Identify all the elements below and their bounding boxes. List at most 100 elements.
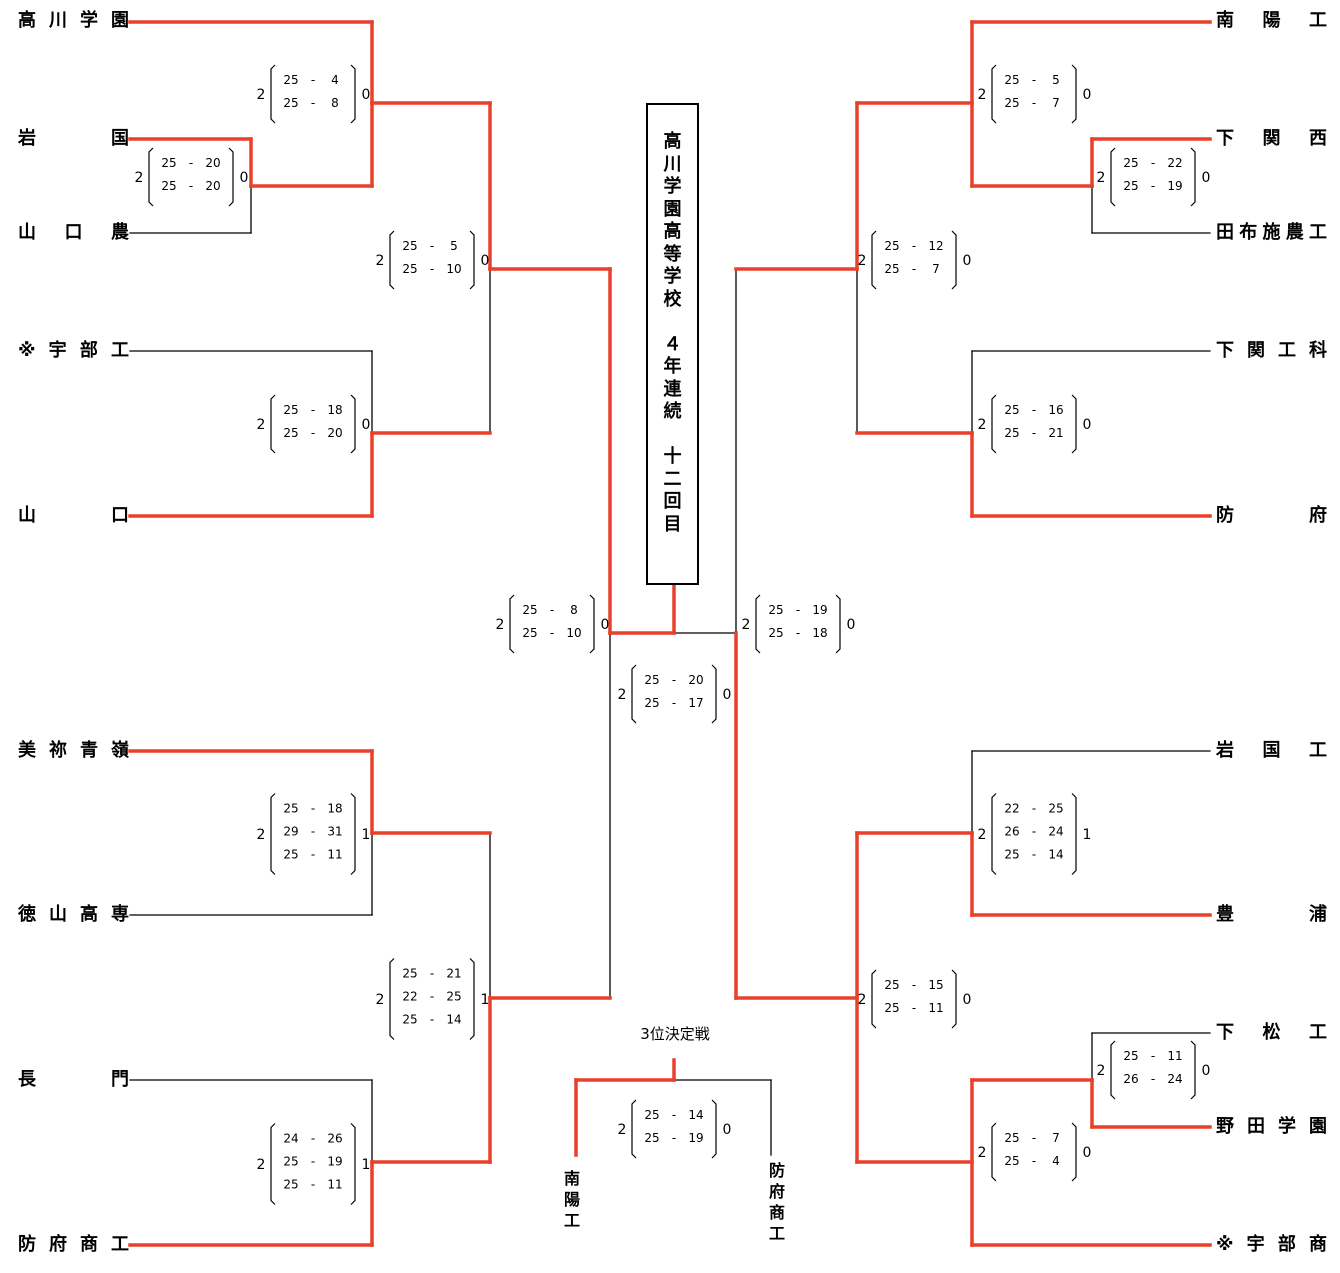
team-char: 農 bbox=[1285, 222, 1304, 243]
set-score-dash: - bbox=[311, 802, 315, 816]
set-score-dash: - bbox=[1032, 1131, 1036, 1145]
score-bracket-right bbox=[469, 958, 475, 1040]
set-score-left: 26 bbox=[1004, 825, 1019, 839]
score-bracket-left bbox=[270, 793, 276, 875]
set-score-right: 20 bbox=[688, 673, 703, 687]
team-char: ※ bbox=[18, 340, 36, 361]
match-sets-won-left: 2 bbox=[376, 992, 385, 1008]
set-score-left: 25 bbox=[283, 426, 298, 440]
team-left-6: 徳山高専 bbox=[18, 904, 129, 926]
set-score-dash: - bbox=[796, 603, 800, 617]
set-score-dash: - bbox=[430, 1013, 434, 1027]
team-left-8: 防府商工 bbox=[18, 1234, 129, 1256]
banner-char: ４ bbox=[663, 333, 682, 355]
score-bracket-left bbox=[871, 230, 877, 290]
set-score-dash: - bbox=[311, 403, 315, 417]
banner-char: 目 bbox=[663, 513, 682, 535]
set-score-dash: - bbox=[430, 967, 434, 981]
set-score-dash: - bbox=[311, 848, 315, 862]
set-score-dash: - bbox=[1151, 179, 1155, 193]
team-char: 田 bbox=[1216, 222, 1234, 243]
team-char: 部 bbox=[1277, 1234, 1296, 1255]
set-score-right: 10 bbox=[566, 626, 581, 640]
set-score-right: 21 bbox=[446, 967, 461, 981]
set-score-right: 19 bbox=[327, 1155, 342, 1169]
match-sets-won-left: 2 bbox=[978, 417, 987, 433]
set-score-left: 22 bbox=[1004, 802, 1019, 816]
team-right-6: 豊浦 bbox=[1216, 904, 1327, 926]
team-char: 陽 bbox=[563, 1190, 580, 1209]
team-right-2: 田布施農工 bbox=[1216, 222, 1327, 244]
match-sets-won-left: 2 bbox=[1097, 1063, 1106, 1079]
score-bracket-left bbox=[1110, 147, 1116, 207]
set-score-dash: - bbox=[189, 156, 193, 170]
team-char: 府 bbox=[1309, 505, 1327, 526]
set-score-right: 11 bbox=[1167, 1049, 1182, 1063]
set-score-left: 26 bbox=[1123, 1072, 1138, 1086]
team-char: 府 bbox=[49, 1234, 67, 1255]
set-score-left: 25 bbox=[402, 262, 417, 276]
match-sets-won-left: 2 bbox=[257, 417, 266, 433]
team-char: 南 bbox=[1216, 10, 1234, 31]
team-char: 浦 bbox=[1309, 904, 1327, 925]
set-score-dash: - bbox=[912, 978, 916, 992]
banner-char: 川 bbox=[663, 153, 682, 175]
set-score-left: 25 bbox=[522, 626, 537, 640]
set-score-dash: - bbox=[912, 239, 916, 253]
score-bracket-right bbox=[350, 793, 356, 875]
team-char: 防 bbox=[768, 1161, 785, 1180]
team-right-3: 下関工科 bbox=[1216, 340, 1327, 362]
set-score-dash: - bbox=[430, 239, 434, 253]
match-sets-won-right: 1 bbox=[362, 827, 371, 843]
score-bracket-left bbox=[631, 664, 637, 724]
score-bracket-left bbox=[270, 1123, 276, 1205]
banner-char bbox=[669, 424, 675, 447]
score-bracket-right bbox=[951, 969, 957, 1029]
set-score-dash: - bbox=[672, 696, 676, 710]
set-score-right: 14 bbox=[688, 1108, 703, 1122]
set-score-dash: - bbox=[1032, 73, 1036, 87]
match-sets-won-left: 2 bbox=[978, 1145, 987, 1161]
banner-char: 学 bbox=[663, 176, 682, 197]
set-score-right: 10 bbox=[446, 262, 461, 276]
match-sets-won-left: 2 bbox=[978, 827, 987, 843]
banner-char: 年 bbox=[663, 356, 682, 377]
set-score-dash: - bbox=[796, 626, 800, 640]
team-left-0: 高川学園 bbox=[18, 10, 129, 32]
team-char: 南 bbox=[563, 1169, 580, 1188]
team-char: 関 bbox=[1262, 128, 1281, 149]
set-score-right: 20 bbox=[205, 156, 220, 170]
match-sets-won-right: 1 bbox=[362, 1157, 371, 1173]
set-score-right: 25 bbox=[1048, 802, 1063, 816]
team-char: 学 bbox=[1278, 1116, 1296, 1137]
team-char: 山 bbox=[49, 904, 67, 925]
set-score-right: 7 bbox=[932, 262, 940, 276]
banner-char: 高 bbox=[663, 221, 682, 242]
set-score-right: 11 bbox=[327, 1178, 342, 1192]
team-char: 下 bbox=[1216, 340, 1234, 361]
set-score-left: 25 bbox=[283, 1155, 298, 1169]
set-score-dash: - bbox=[430, 990, 434, 1004]
team-char: 工 bbox=[1278, 340, 1296, 361]
team-char: 野 bbox=[1216, 1116, 1234, 1137]
match-sets-won-left: 2 bbox=[135, 170, 144, 186]
match-sets-won-right: 0 bbox=[362, 87, 371, 103]
match-sets-won-left: 2 bbox=[496, 617, 505, 633]
set-score-left: 25 bbox=[283, 96, 298, 110]
score-bracket-right bbox=[835, 594, 841, 654]
set-score-dash: - bbox=[550, 626, 554, 640]
banner-char: 十 bbox=[663, 446, 682, 467]
team-char: 山 bbox=[18, 505, 36, 526]
set-score-right: 15 bbox=[928, 978, 943, 992]
set-score-left: 25 bbox=[161, 156, 176, 170]
team-char: 祢 bbox=[49, 740, 67, 761]
match-sets-won-left: 2 bbox=[257, 827, 266, 843]
score-bracket-right bbox=[1071, 64, 1077, 124]
banner-char: 二 bbox=[663, 468, 682, 490]
set-score-right: 31 bbox=[327, 825, 342, 839]
team-char: 松 bbox=[1262, 1022, 1281, 1043]
set-score-right: 20 bbox=[205, 179, 220, 193]
set-score-right: 24 bbox=[1167, 1072, 1182, 1086]
score-bracket-right bbox=[1190, 1040, 1196, 1100]
